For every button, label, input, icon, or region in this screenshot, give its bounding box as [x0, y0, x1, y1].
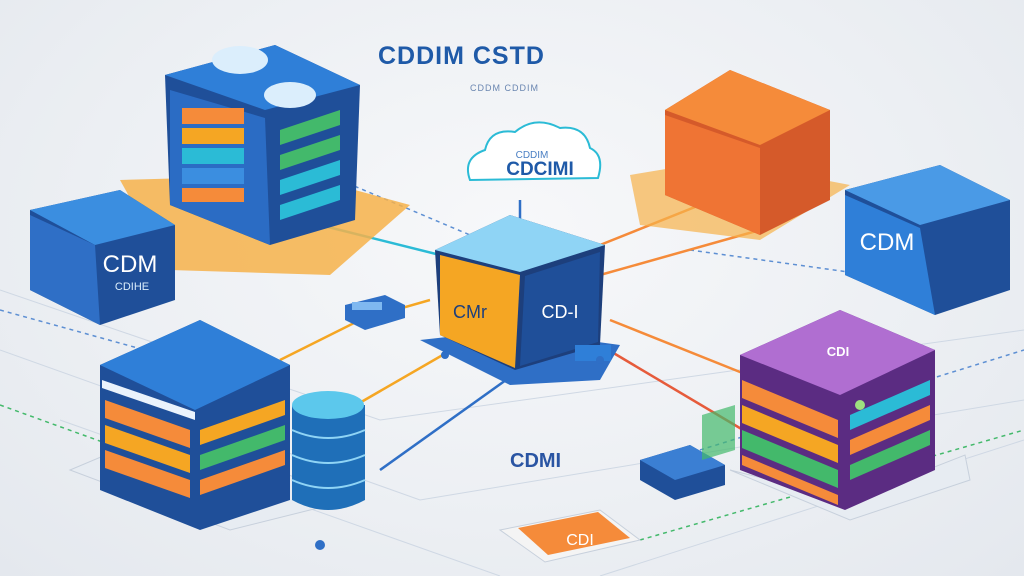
cloud-node	[466, 121, 602, 182]
cloud-label: CDCIMI	[506, 159, 574, 180]
top-right-cube	[630, 70, 850, 240]
right-purple-server	[729, 310, 971, 521]
page-title: CDDIM CSTD	[378, 42, 545, 70]
left-cube	[30, 190, 175, 325]
center-left-label: CMr	[453, 302, 487, 322]
orange-tag-label: CDI	[566, 532, 594, 549]
left-cube-sub: CDIHE	[115, 281, 149, 293]
cloud-top-text: CDDIM	[516, 150, 549, 161]
bottom-left-server	[68, 320, 331, 531]
purple-badge-label: CDI	[827, 344, 849, 359]
page-subtitle: CDDM CDDIM	[470, 83, 539, 93]
left-cube-label: CDM	[103, 251, 158, 278]
center-right-label: CD-I	[542, 302, 579, 322]
green-card	[702, 405, 735, 460]
right-cube-label: CDM	[860, 229, 915, 256]
right-cube	[845, 165, 1010, 315]
switch-small	[345, 295, 405, 330]
top-left-server	[120, 45, 410, 275]
node-dots	[315, 351, 604, 550]
orange-tag	[498, 509, 642, 563]
center-cube	[420, 215, 620, 385]
database-cylinder	[291, 391, 366, 510]
bottom-label: CDMI	[510, 450, 562, 472]
